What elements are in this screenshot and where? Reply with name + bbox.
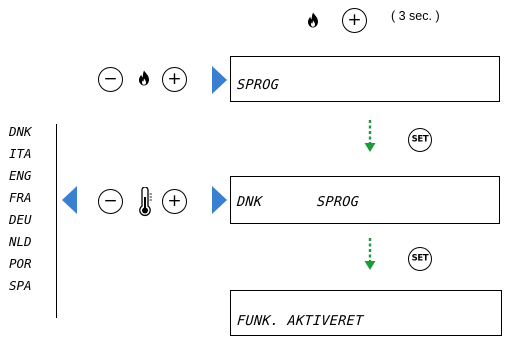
top-plus-button[interactable]: + (342, 8, 367, 33)
row3-display-text: FUNK. AKTIVERET (236, 313, 364, 329)
row2-thermometer-icon (137, 186, 153, 217)
language-bracket-line (56, 124, 58, 318)
row2-display-text: SPROG (316, 194, 360, 210)
step2-down-arrow-icon (364, 238, 376, 272)
step1-set-button[interactable]: SET (408, 128, 432, 152)
language-item: ENG (9, 168, 32, 183)
row1-flame-icon (138, 70, 150, 86)
step2-set-button[interactable]: SET (408, 247, 432, 271)
row2-left-arrow-icon (62, 186, 77, 214)
duration-note: ( 3 sec. ) (391, 9, 440, 23)
row2-right-arrow-icon (212, 186, 227, 214)
row1-plus-button[interactable]: + (162, 67, 187, 92)
row3-display: FUNK. AKTIVERET (230, 290, 502, 336)
row2-plus-button[interactable]: + (162, 189, 187, 214)
language-item: ITA (9, 146, 32, 161)
row2-minus-button[interactable]: − (98, 189, 123, 214)
language-item: POR (9, 256, 32, 271)
row2-display: DNK SPROG (230, 176, 500, 224)
language-item: DNK (9, 124, 32, 139)
language-item: SPA (9, 278, 32, 293)
row1-minus-button[interactable]: − (98, 67, 123, 92)
row1-display-text: SPROG (236, 77, 280, 93)
language-item: DEU (9, 212, 32, 227)
row1-right-arrow-icon (212, 66, 227, 94)
language-list: DNK ITA ENG FRA DEU NLD POR SPA (0, 120, 60, 320)
row2-display-lang: DNK (236, 194, 263, 210)
top-flame-icon (307, 12, 319, 28)
row1-display: SPROG (230, 56, 500, 102)
step1-down-arrow-icon (364, 120, 376, 154)
language-item: FRA (9, 190, 32, 205)
language-item: NLD (9, 234, 32, 249)
